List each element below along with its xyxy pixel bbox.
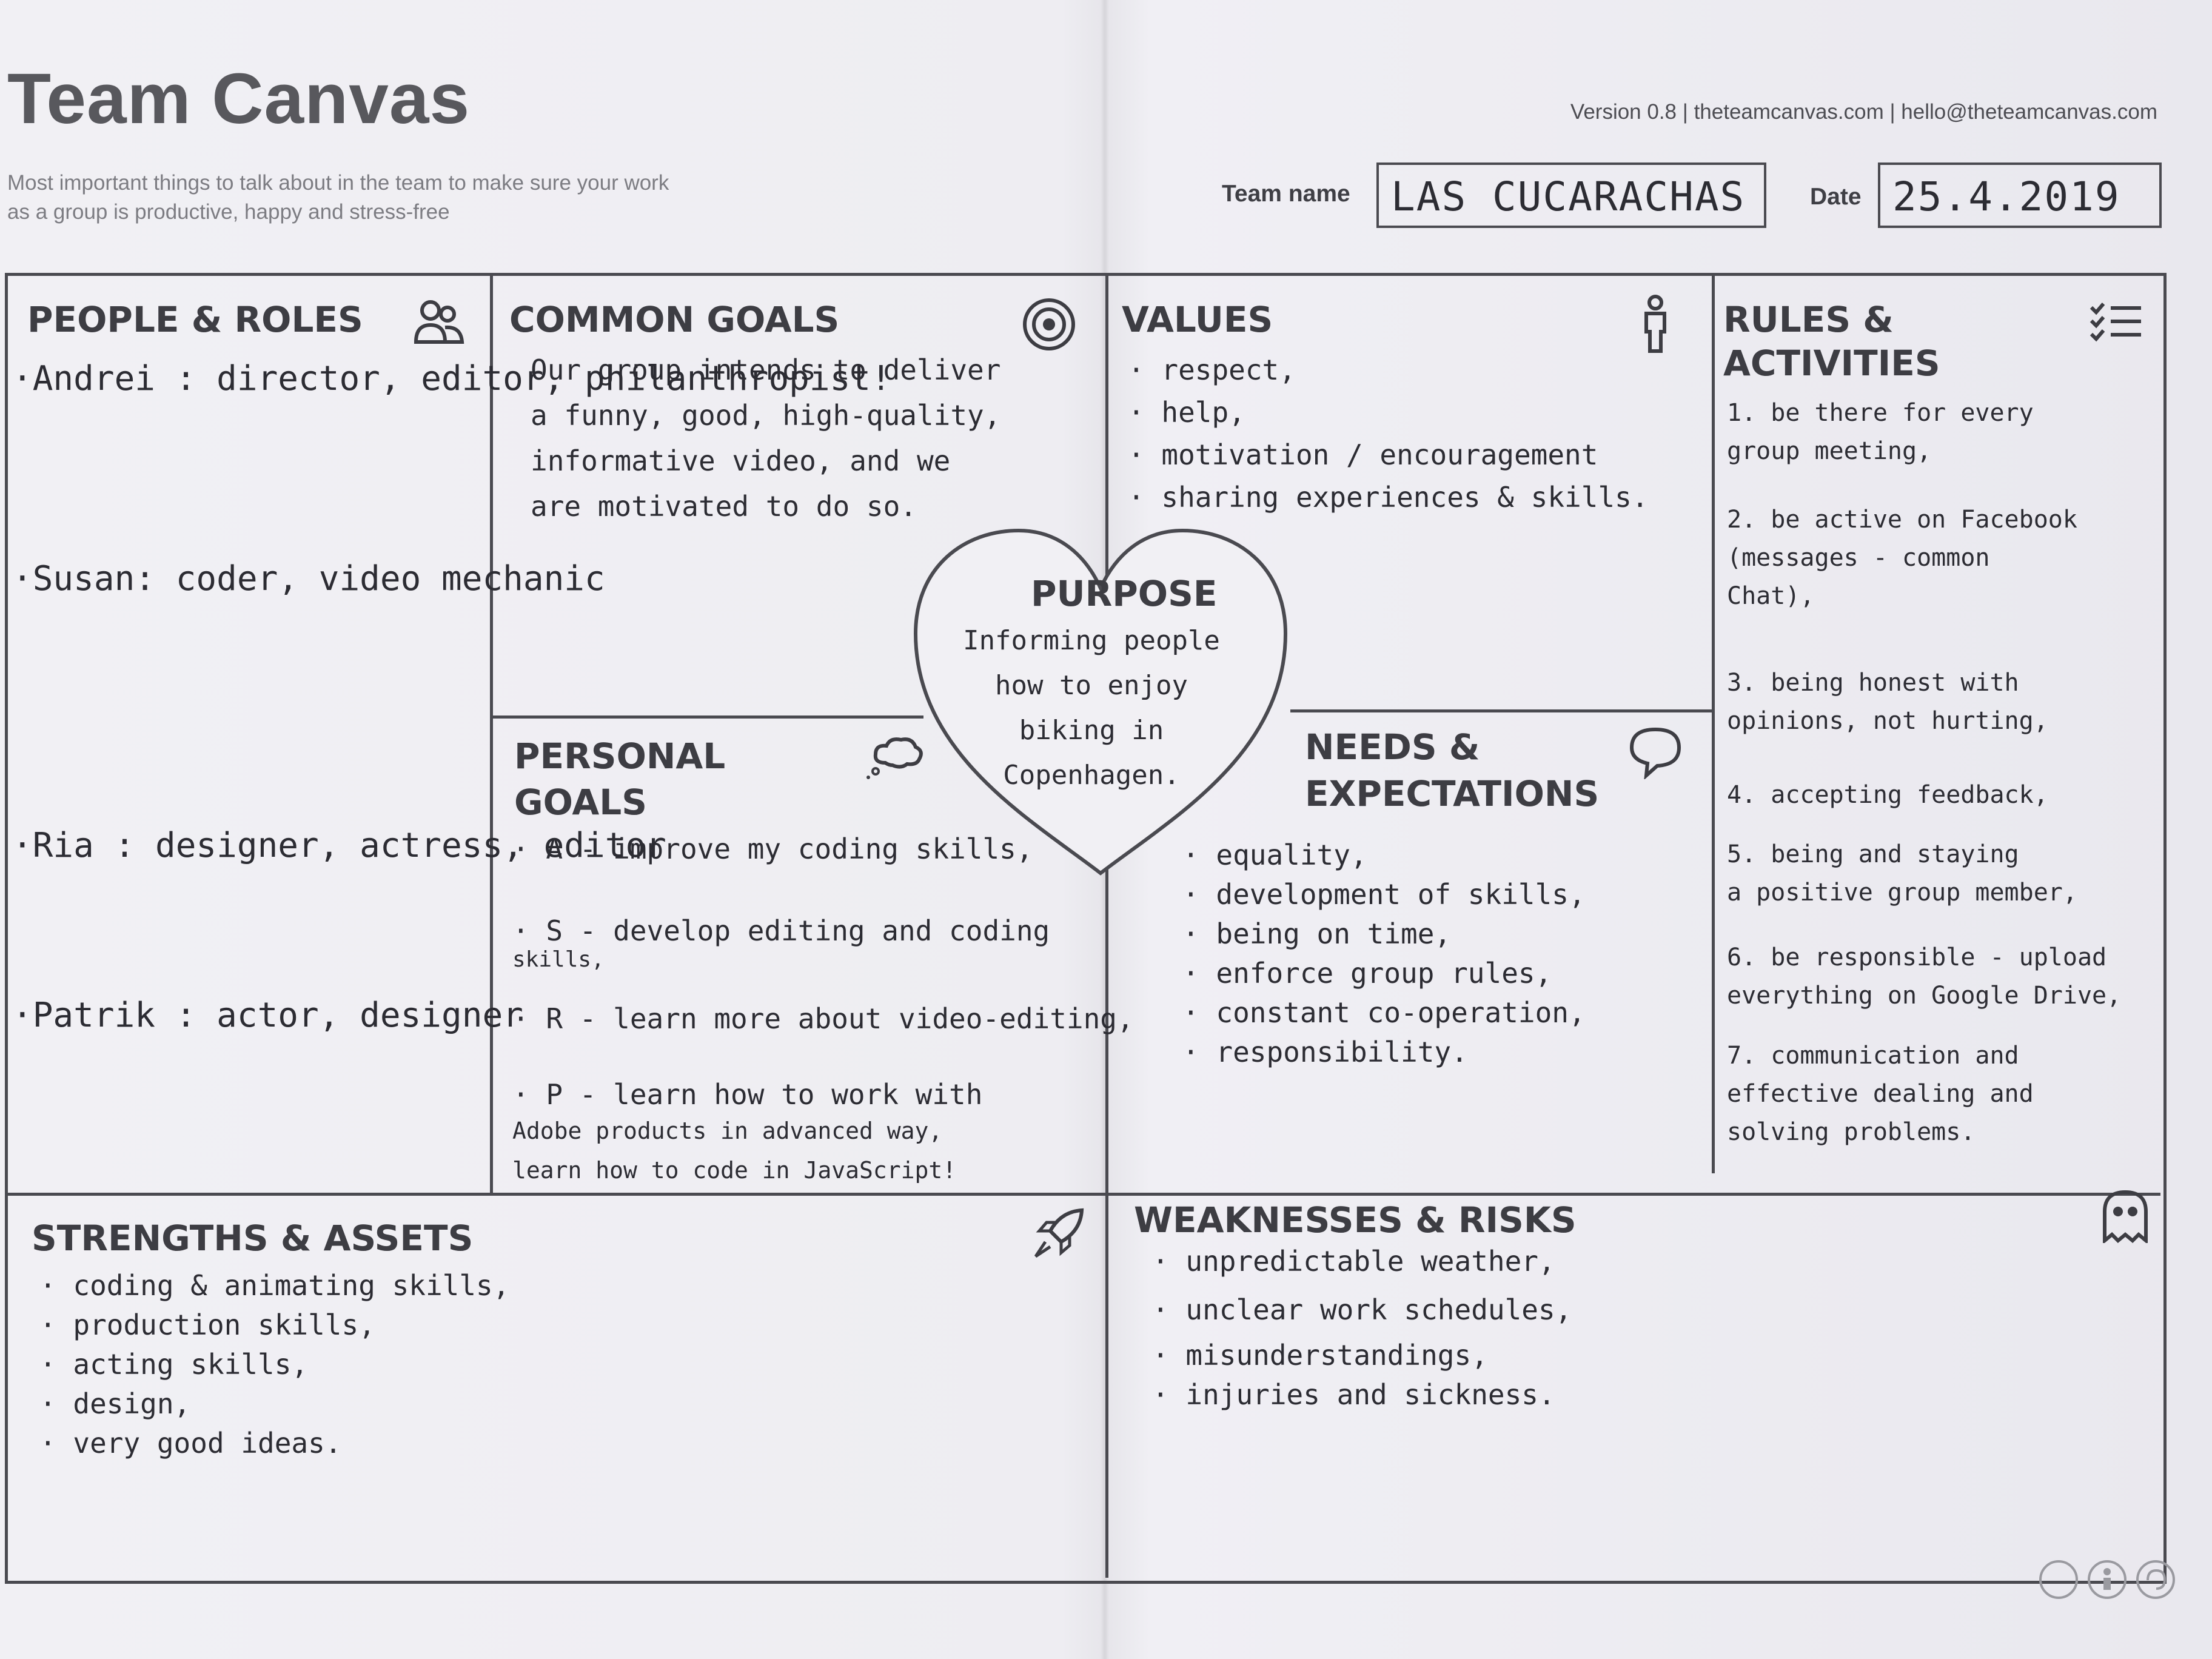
people-roles-title: PEOPLE & ROLES: [27, 299, 363, 340]
date-value: 25.4.2019: [1892, 173, 2120, 220]
need-entry: · development of skills,: [1182, 878, 1586, 911]
attribution-icon: [2086, 1558, 2128, 1604]
strength-entry: · very good ideas.: [39, 1427, 342, 1460]
weaknesses-risks-title: WEAKNESSES & RISKS: [1134, 1199, 1577, 1241]
purpose-text: Informing people how to enjoy biking in …: [963, 625, 1220, 791]
page-title: Team Canvas: [7, 59, 471, 139]
cc-icon: [2037, 1558, 2080, 1604]
person-icon: [1634, 294, 1677, 358]
rule-line: 4. accepting feedback,: [1727, 781, 2048, 809]
personal-goal-line: Adobe products in advanced way,: [512, 1118, 943, 1144]
common-goal-line: Our group intends to deliver: [531, 354, 1001, 386]
ghost-icon: [2101, 1188, 2150, 1246]
needs-expectations-title: NEEDS &: [1305, 726, 1480, 768]
value-entry: · respect,: [1128, 354, 1296, 386]
divider: [8, 1193, 2160, 1196]
common-goal-line: a funny, good, high-quality,: [531, 399, 1001, 432]
team-name-label: Team name: [1222, 181, 1350, 207]
rule-line: 6. be responsible - upload: [1727, 943, 2107, 971]
weakness-entry: · unclear work schedules,: [1152, 1293, 1572, 1326]
team-name-field[interactable]: LAS CUCARACHAS: [1376, 163, 1766, 228]
personal-goals-title: PERSONAL: [514, 736, 726, 777]
target-icon: [1022, 297, 1076, 355]
people-icon: [412, 297, 467, 349]
share-alike-icon: [2134, 1558, 2177, 1604]
need-entry: · equality,: [1182, 839, 1367, 871]
weakness-entry: · misunderstandings,: [1152, 1339, 1488, 1372]
people-role-entry: ·Ria : designer, actress, editor: [12, 826, 666, 865]
rule-line: group meeting,: [1727, 437, 1932, 465]
strength-entry: · production skills,: [39, 1309, 375, 1341]
values-title: VALUES: [1122, 299, 1273, 340]
rule-line: 1. be there for every: [1727, 399, 2034, 427]
team-name-value: LAS CUCARACHAS: [1391, 173, 1746, 220]
value-entry: · motivation / encouragement: [1128, 438, 1598, 471]
personal-goal-line: · R - learn more about video-editing,: [512, 1002, 1134, 1035]
needs-expectations-title: EXPECTATIONS: [1305, 773, 1600, 814]
divider: [1712, 276, 1715, 1173]
rule-line: a positive group member,: [1727, 879, 2077, 907]
personal-goals-title: GOALS: [514, 782, 647, 823]
speech-bubble-icon: [1628, 725, 1683, 782]
rule-line: 3. being honest with: [1727, 669, 2019, 697]
weakness-entry: · injuries and sickness.: [1152, 1378, 1555, 1411]
rule-line: effective dealing and: [1727, 1080, 2034, 1108]
strengths-assets-title: STRENGTHS & ASSETS: [32, 1218, 474, 1259]
rule-line: solving problems.: [1727, 1118, 1976, 1146]
rocket-icon: [1031, 1207, 1085, 1264]
rule-line: opinions, not hurting,: [1727, 707, 2048, 735]
people-role-entry: ·Andrei : director, editor, philanthropi…: [12, 359, 891, 398]
rule-line: 2. be active on Facebook: [1727, 506, 2077, 534]
personal-goal-line: learn how to code in JavaScript!: [512, 1157, 957, 1184]
thought-bubble-icon: [861, 734, 928, 785]
rule-line: Chat),: [1727, 582, 1815, 610]
page-subtitle: Most important things to talk about in t…: [7, 171, 669, 224]
strength-entry: · design,: [39, 1387, 191, 1420]
people-role-entry: ·Patrik : actor, designer: [12, 996, 523, 1035]
rules-activities-title: RULES &: [1723, 299, 1894, 340]
date-field[interactable]: 25.4.2019: [1878, 163, 2162, 228]
divider: [1105, 276, 1108, 1578]
rules-activities-title: ACTIVITIES: [1723, 343, 1940, 384]
personal-goal-line: skills,: [512, 947, 605, 972]
need-entry: · responsibility.: [1182, 1036, 1468, 1068]
date-label: Date: [1810, 184, 1862, 210]
rule-line: 7. communication and: [1727, 1042, 2019, 1070]
weakness-entry: · unpredictable weather,: [1152, 1245, 1555, 1278]
personal-goal-line: · A - improve my coding skills,: [512, 833, 1033, 865]
need-entry: · constant co-operation,: [1182, 996, 1586, 1029]
rule-line: 5. being and staying: [1727, 840, 2019, 868]
common-goal-line: are motivated to do so.: [531, 490, 917, 523]
divider: [490, 276, 493, 1195]
personal-goal-line: · S - develop editing and coding: [512, 914, 1050, 947]
rule-line: everything on Google Drive,: [1727, 982, 2122, 1010]
strength-entry: · acting skills,: [39, 1348, 309, 1381]
team-canvas-grid: [5, 273, 2167, 1584]
personal-goal-line: · P - learn how to work with: [512, 1078, 983, 1111]
value-entry: · sharing experiences & skills.: [1128, 481, 1649, 514]
checklist-icon: [2089, 300, 2143, 346]
strength-entry: · coding & animating skills,: [39, 1269, 510, 1302]
version-info: Version 0.8 | theteamcanvas.com | hello@…: [1570, 100, 2157, 124]
common-goals-title: COMMON GOALS: [509, 299, 840, 340]
purpose-title: PURPOSE: [1031, 573, 1218, 614]
people-role-entry: ·Susan: coder, video mechanic: [12, 559, 605, 598]
purpose-heart: [913, 528, 1288, 876]
divider: [493, 716, 923, 719]
rule-line: (messages - common: [1727, 544, 1990, 572]
value-entry: · help,: [1128, 396, 1245, 429]
need-entry: · being on time,: [1182, 917, 1452, 950]
need-entry: · enforce group rules,: [1182, 957, 1552, 990]
divider: [1290, 709, 1712, 712]
common-goal-line: informative video, and we: [531, 444, 951, 477]
